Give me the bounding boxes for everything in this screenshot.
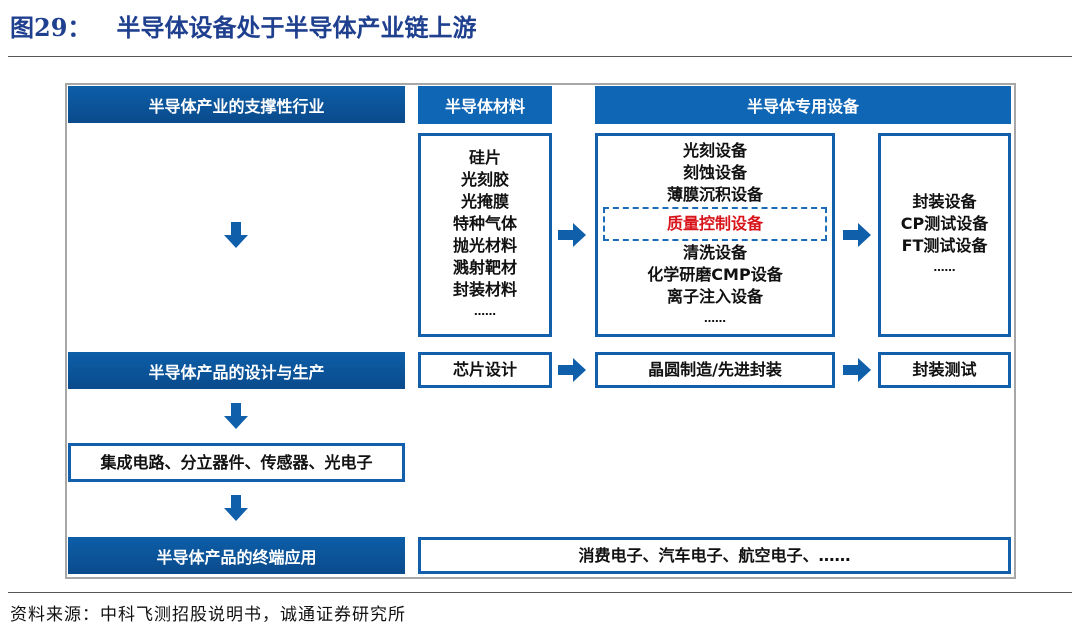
equipment-box: 光刻设备 刻蚀设备 薄膜沉积设备 质量控制设备 清洗设备 化学研磨CMP设备 离… [595,133,835,337]
equipment-item: 离子注入设备 [666,287,763,306]
support-industry-header: 半导体产业的支撑性行业 [68,86,405,123]
equipment-item: …… [704,312,726,325]
material-item: 光刻胶 [460,170,509,189]
material-item: 溅射靶材 [452,258,517,277]
design-production-header: 半导体产品的设计与生产 [68,352,405,389]
wafer-fab-box: 晶圆制造/先进封装 [595,352,835,388]
arrow-right-icon [843,358,871,382]
equipment-item: 刻蚀设备 [682,163,747,182]
diagram-frame [65,83,1016,579]
packaging-item: 封装设备 [912,192,977,211]
arrow-down-icon [224,403,248,429]
material-item: 硅片 [468,148,501,167]
material-item: 光掩膜 [460,192,509,211]
applications-box: 消费电子、汽车电子、航空电子、…… [418,537,1011,574]
material-item: 抛光材料 [452,236,517,255]
materials-box: 硅片 光刻胶 光掩膜 特种气体 抛光材料 溅射靶材 封装材料 …… [418,133,552,337]
packaging-item: FT测试设备 [901,236,988,255]
arrow-right-icon [558,358,586,382]
material-item: 封装材料 [452,280,517,299]
equipment-header: 半导体专用设备 [595,86,1011,124]
packaging-item: CP测试设备 [900,214,989,233]
figure-title: 图29： 半导体设备处于半导体产业链上游 [10,13,477,42]
products-box: 集成电路、分立器件、传感器、光电子 [68,443,405,482]
packaging-item: …… [933,261,956,274]
end-use-header: 半导体产品的终端应用 [68,537,405,574]
packaging-equipment-box: 封装设备 CP测试设备 FT测试设备 …… [878,133,1011,337]
equipment-item: 清洗设备 [682,243,747,262]
chip-design-box: 芯片设计 [418,352,552,388]
arrow-down-icon [224,222,248,248]
source-divider [8,592,1072,593]
title-divider [8,56,1072,57]
arrow-right-icon [558,223,586,247]
material-item: …… [474,305,496,318]
package-test-box: 封装测试 [878,352,1011,388]
arrow-right-icon [843,223,871,247]
source-note: 资料来源：中科飞测招股说明书，诚通证券研究所 [10,605,406,625]
arrow-down-icon [224,495,248,521]
materials-header: 半导体材料 [418,86,552,124]
highlighted-equipment: 质量控制设备 [603,207,827,241]
equipment-item: 化学研磨CMP设备 [647,265,783,284]
equipment-item: 薄膜沉积设备 [666,185,763,204]
equipment-item: 光刻设备 [682,141,747,160]
material-item: 特种气体 [452,214,517,233]
